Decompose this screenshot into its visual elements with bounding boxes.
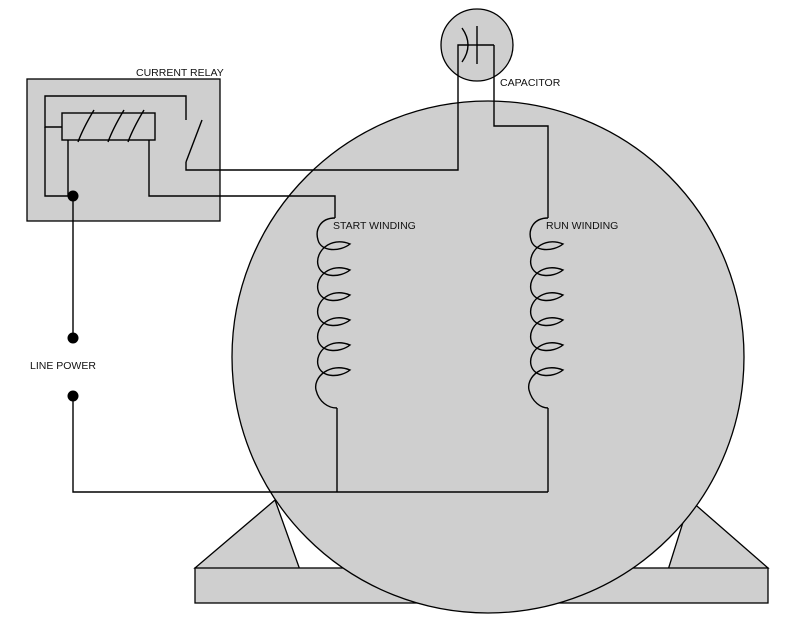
run-winding-coil: [528, 217, 565, 409]
label-line-power: LINE POWER: [30, 360, 96, 372]
wire-capacitor-to-run-winding: [493, 45, 549, 218]
line-power-terminal-bottom: [67, 390, 79, 402]
current-relay: [26, 78, 221, 222]
relay-switch-contact: [185, 119, 203, 163]
wire-coil-to-start-winding: [148, 140, 336, 218]
wire-relay-bottom-loop: [44, 127, 69, 197]
motor-housing: [231, 100, 745, 614]
wire-relay-to-capacitor: [185, 44, 469, 171]
label-capacitor: CAPACITOR: [500, 77, 561, 89]
wire-relay-inner-loop: [44, 95, 187, 128]
label-current-relay: CURRENT RELAY: [136, 67, 224, 79]
relay-coil-icon: [77, 109, 145, 143]
current-relay-box: [26, 78, 221, 222]
wire-line-power-bottom: [72, 396, 548, 493]
junction-dot-relay: [67, 190, 79, 202]
capacitor: [440, 8, 514, 82]
label-start-winding: START WINDING: [333, 220, 416, 232]
wiring: [44, 44, 549, 493]
label-run-winding: RUN WINDING: [546, 220, 618, 232]
start-winding-coil: [315, 217, 352, 409]
line-power-terminal-top: [67, 332, 79, 344]
